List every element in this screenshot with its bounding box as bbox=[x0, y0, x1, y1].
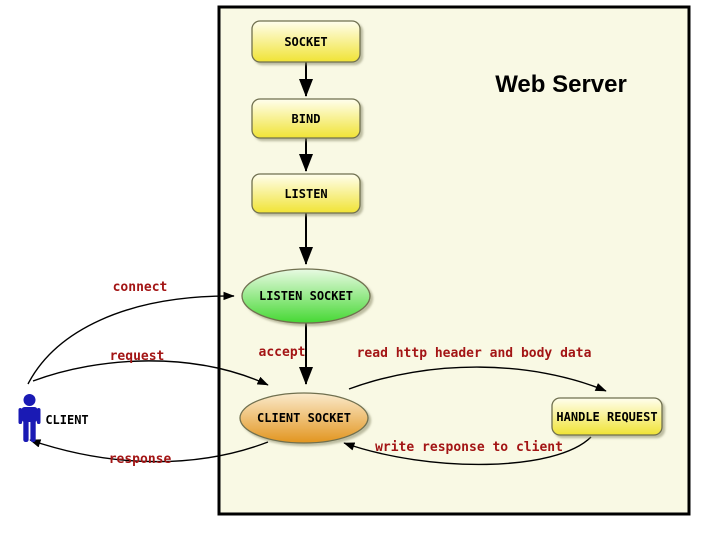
listen-node-label: LISTEN bbox=[284, 187, 327, 201]
client-torso bbox=[21, 407, 38, 422]
socket-node-shape bbox=[251, 20, 361, 63]
person-icon bbox=[18, 394, 41, 442]
listen-socket-node-label: LISTEN SOCKET bbox=[259, 289, 353, 303]
client-arm-left bbox=[18, 408, 23, 424]
client-arm-right bbox=[36, 408, 41, 424]
client-leg-right bbox=[30, 420, 36, 442]
client-leg-left bbox=[23, 420, 29, 442]
node-client-socket: CLIENT SOCKET bbox=[239, 392, 369, 444]
edge-labels: connect request response accept read htt… bbox=[109, 280, 592, 467]
label-write-response: write response to client bbox=[375, 440, 563, 455]
edge-response bbox=[29, 439, 269, 463]
node-handle-request: HANDLE REQUEST bbox=[551, 397, 663, 436]
edge-request bbox=[32, 360, 269, 386]
client-head bbox=[23, 394, 36, 406]
listen-socket-node-shape bbox=[241, 268, 371, 324]
node-bind: BIND bbox=[251, 98, 361, 139]
bind-node-shape bbox=[251, 98, 361, 139]
node-socket: SOCKET bbox=[251, 20, 361, 63]
client-socket-node-shape bbox=[239, 392, 369, 444]
label-connect: connect bbox=[113, 280, 168, 295]
node-listen-socket: LISTEN SOCKET bbox=[241, 268, 371, 324]
handle-request-node-shape bbox=[551, 397, 663, 436]
bind-node-label: BIND bbox=[292, 112, 321, 126]
socket-node-label: SOCKET bbox=[284, 35, 327, 49]
label-request: request bbox=[110, 349, 165, 364]
label-response: response bbox=[109, 452, 172, 467]
handle-request-node-label: HANDLE REQUEST bbox=[556, 410, 657, 424]
node-listen: LISTEN bbox=[251, 173, 361, 214]
edge-read-request bbox=[348, 366, 607, 392]
web-server-title: Web Server bbox=[495, 71, 627, 98]
listen-node-shape bbox=[251, 173, 361, 214]
client-socket-node-label: CLIENT SOCKET bbox=[257, 411, 351, 425]
edge-write-response bbox=[343, 436, 592, 466]
edge-connect bbox=[27, 291, 235, 385]
label-read-request: read http header and body data bbox=[357, 346, 592, 361]
client-label: CLIENT bbox=[45, 413, 88, 427]
label-accept: accept bbox=[259, 345, 306, 360]
